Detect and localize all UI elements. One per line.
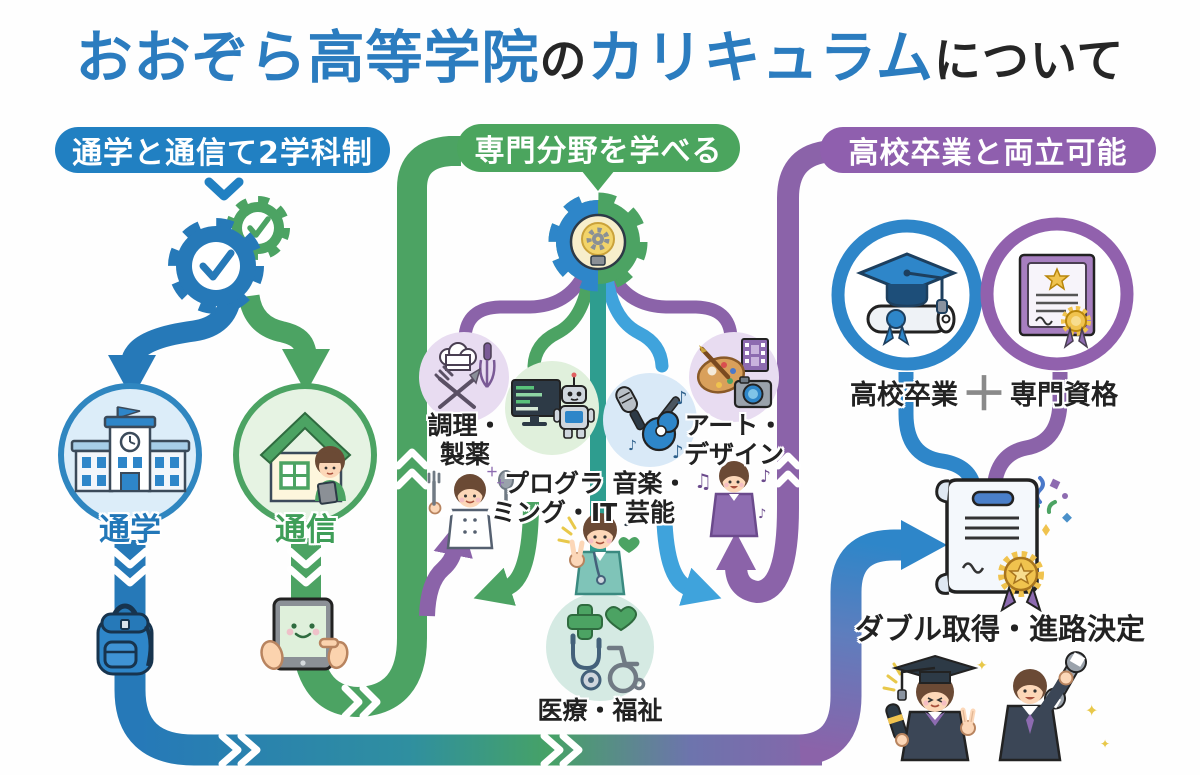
page-title: おおぞら高等学院のカリキュラムについて	[75, 25, 1125, 91]
music-student-icon: ♫ ♪ ♪	[690, 458, 778, 550]
plus-icon: ＋	[961, 367, 1007, 421]
cooking-label: 調理・製薬	[427, 411, 503, 469]
badge-departments: 通学と通信て2学科制	[55, 127, 390, 173]
backpack-icon	[90, 600, 160, 682]
flow-graduation-branch	[716, 141, 827, 604]
cert-label: 専門資格	[1010, 380, 1118, 411]
medical-label: 医療・福祉	[537, 696, 663, 725]
svg-text:♪: ♪	[623, 511, 633, 530]
flow-commute-bottom-bar	[114, 540, 822, 766]
flow-to-cooking	[458, 267, 591, 345]
programming-label: プログラミング・IT	[490, 469, 618, 527]
title-school-name: おおぞら高等学院	[75, 25, 540, 91]
svg-text:♪: ♪	[672, 442, 684, 463]
art-label: アート・デザイン	[683, 411, 785, 469]
departments-badge-arrow	[204, 177, 244, 201]
flow-hs-to-diploma	[898, 372, 982, 492]
fields-badge-tail	[581, 170, 615, 191]
music-icon: ♪ ♪ ♪	[602, 372, 699, 473]
flow-chevrons	[110, 448, 802, 768]
graduates-icon: ✦ ✦ ✦	[880, 648, 1120, 772]
correspondence-label: 通信	[275, 512, 337, 548]
cooking-icon	[418, 331, 510, 427]
music-label: 音楽・芸能	[612, 469, 688, 527]
flow-correspondence-loop	[291, 136, 461, 718]
outcome-label: ダブル取得・進路決定	[854, 612, 1146, 646]
gear-lightbulb-icon	[543, 190, 653, 304]
hs-diploma-ring-icon	[830, 218, 985, 377]
svg-text:✦: ✦	[1085, 701, 1098, 720]
flow-to-programming	[527, 271, 596, 373]
flow-riser-to-diploma	[798, 520, 947, 766]
double-diploma-icon	[925, 462, 1075, 616]
badge-fields: 専門分野を学べる	[457, 124, 740, 172]
flow-arrow-green-left	[473, 501, 539, 606]
flow-to-art	[605, 267, 738, 345]
svg-text:♪: ♪	[628, 438, 637, 454]
svg-text:✦: ✦	[1100, 737, 1110, 751]
home-study-icon	[233, 383, 378, 532]
svg-text:＋: ＋	[496, 478, 505, 489]
flow-split-correspondence	[238, 294, 330, 393]
medical-welfare-icon	[545, 592, 655, 706]
art-design-icon	[688, 331, 780, 427]
badge-graduation: 高校卒業と両立可能	[820, 127, 1156, 173]
school-building-icon	[58, 383, 203, 532]
flow-to-music	[600, 271, 669, 373]
flow-arrow-blue-right	[656, 501, 722, 606]
flow-cert-to-diploma	[986, 372, 1068, 491]
commute-label: 通学	[99, 512, 161, 548]
certificate-ring-icon	[978, 215, 1136, 377]
medic-student-icon: ♪	[553, 508, 648, 620]
hs-diploma-label: 高校卒業	[850, 380, 958, 411]
svg-text:♪: ♪	[760, 467, 771, 487]
svg-text:✦: ✦	[976, 658, 988, 674]
svg-text:♪: ♪	[758, 507, 766, 522]
tablet-hands-icon	[260, 597, 352, 683]
flow-arrow-purple-up	[419, 517, 473, 617]
title-curriculum: カリキュラム	[587, 25, 934, 91]
svg-text:＋: ＋	[486, 466, 498, 479]
flow-split-commute	[108, 293, 242, 399]
svg-text:♫: ♫	[694, 469, 712, 493]
svg-text:♪: ♪	[676, 388, 688, 409]
programming-icon	[504, 360, 601, 461]
gears-check-icon	[158, 196, 293, 322]
